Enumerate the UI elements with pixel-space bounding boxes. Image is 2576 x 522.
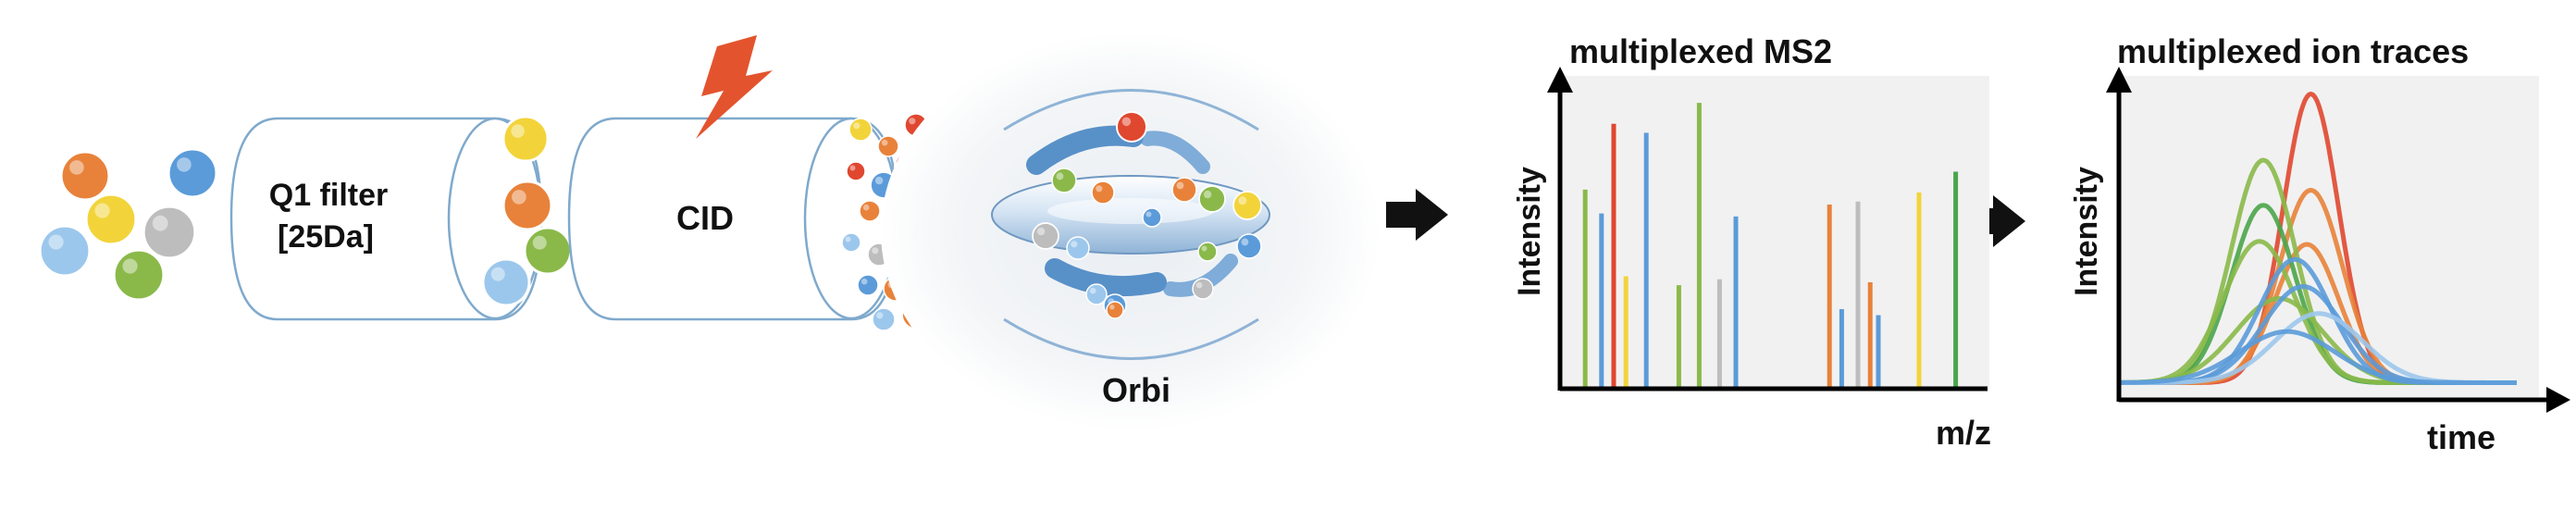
ion-sphere: [112, 248, 166, 302]
orbitrap-ion-sphere-highlight: [1056, 172, 1064, 180]
filtered-ion-sphere: [502, 115, 550, 163]
orbitrap-ion-sphere-highlight: [1203, 190, 1212, 199]
fragment-ion-sphere-highlight: [872, 247, 879, 255]
orbi-label: Orbi: [1102, 371, 1170, 409]
filtered-ion-sphere: [502, 180, 553, 231]
orbitrap-ion-sphere: [1171, 177, 1197, 203]
ms2-title: multiplexed MS2: [1569, 32, 1832, 70]
filtered-ion-sphere-highlight: [511, 124, 525, 138]
ion-sphere: [167, 147, 218, 199]
arrow-to-ms2-icon: [1386, 189, 1448, 241]
ion-sphere-highlight: [94, 203, 110, 218]
fragment-ion-sphere-highlight: [876, 312, 884, 319]
q1-filter-label-line2: [25Da]: [278, 219, 374, 255]
orbitrap-ion-sphere: [1192, 278, 1214, 300]
orbitrap-ion-sphere-highlight: [1036, 227, 1046, 236]
orbitrap-ion-sphere: [1232, 191, 1262, 220]
orbitrap-ion-sphere: [1106, 301, 1124, 319]
fragment-ion-sphere-highlight: [845, 236, 851, 242]
lightning-icon: [696, 35, 773, 139]
orbitrap-analyzer: [881, 32, 1381, 430]
ms2-y-axis-arrowhead: [1547, 67, 1573, 93]
orbitrap-ion-sphere-highlight: [1121, 117, 1132, 127]
orbitrap-ion-sphere: [1085, 283, 1108, 305]
orbitrap-ion-sphere-highlight: [1146, 211, 1152, 218]
orbitrap-ion-sphere-highlight: [1201, 245, 1208, 252]
fragment-ion-sphere: [877, 135, 899, 157]
orbitrap-ion-sphere-highlight: [1089, 287, 1096, 294]
traces-y-axis-arrowhead: [2106, 67, 2132, 93]
orbitrap-ion-sphere: [1116, 111, 1147, 143]
ion-sphere: [84, 193, 138, 246]
ion-traces-x-axis-label: time: [2427, 418, 2496, 456]
orbitrap-ion-sphere-highlight: [1176, 181, 1184, 190]
orbitrap-ion-sphere: [1197, 242, 1218, 262]
ion-sphere: [59, 150, 111, 202]
fragment-ion-sphere-highlight: [874, 176, 884, 185]
ion-cloud: [38, 147, 218, 302]
orbitrap-ion-sphere: [1032, 222, 1059, 250]
filtered-ion-sphere-highlight: [512, 190, 526, 205]
fragment-ion-sphere-highlight: [881, 139, 888, 146]
fragment-ion-sphere: [872, 307, 896, 331]
orbitrap-ion-sphere: [1198, 185, 1226, 213]
ion-sphere-highlight: [152, 215, 168, 231]
orbitrap-ion-sphere-highlight: [1195, 281, 1203, 289]
cid-label: CID: [676, 199, 734, 237]
fragment-ion-sphere-highlight: [853, 122, 861, 130]
filtered-ion-sphere-highlight: [532, 235, 547, 250]
ion-trace-line: [2120, 329, 2518, 385]
ms2-y-axis-label: Intensity: [1512, 167, 1547, 296]
ion-sphere: [38, 224, 92, 278]
filtered-ion-sphere-highlight: [490, 267, 505, 281]
fragment-ion-sphere-highlight: [862, 204, 870, 211]
ms2-spectrum-chart: [1547, 67, 1989, 392]
ms2-x-axis-label: m/z: [1936, 414, 1991, 452]
ion-traces-y-axis-label: Intensity: [2069, 167, 2104, 296]
orbitrap-ion-sphere: [1142, 207, 1162, 228]
ion-sphere-highlight: [48, 234, 64, 250]
q1-passed-ions: [481, 115, 573, 307]
time-axis-arrowhead: [2546, 387, 2570, 413]
orbitrap-ions: [1032, 111, 1262, 319]
orbitrap-ion-sphere-highlight: [1071, 241, 1078, 248]
fragment-ion-sphere: [857, 274, 879, 296]
filtered-ion-sphere: [481, 257, 531, 307]
orbitrap-ion-sphere: [1236, 233, 1262, 259]
orbitrap-ion-sphere-highlight: [1109, 304, 1115, 310]
fragment-ion-sphere: [841, 232, 861, 253]
orbitrap-ion-sphere: [1051, 168, 1077, 193]
fragment-ion-sphere: [859, 200, 881, 222]
ion-sphere-highlight: [122, 258, 138, 274]
fragment-ion-sphere: [846, 161, 866, 181]
filtered-ion-sphere: [523, 226, 573, 276]
ion-sphere-highlight: [69, 160, 84, 175]
orbitrap-ion-sphere-highlight: [1241, 238, 1249, 246]
ion-traces-chart: [2106, 67, 2570, 413]
fragment-ion-sphere-highlight: [849, 165, 856, 171]
cid-tube: [567, 117, 899, 321]
q1-filter-label-line1: Q1 filter: [269, 178, 388, 213]
fragment-ion-sphere-highlight: [861, 278, 868, 285]
ion-sphere: [142, 205, 197, 260]
fragment-ion-sphere: [848, 118, 873, 142]
fragment-ion-sphere-highlight: [909, 118, 916, 125]
orbitrap-ion-sphere-highlight: [1096, 185, 1103, 193]
ion-sphere-highlight: [177, 157, 192, 172]
orbitrap-ion-sphere-highlight: [1238, 196, 1247, 205]
orbitrap-ion-sphere: [1066, 236, 1090, 260]
ion-traces-title: multiplexed ion traces: [2117, 32, 2469, 70]
orbitrap-ion-sphere: [1091, 180, 1115, 205]
